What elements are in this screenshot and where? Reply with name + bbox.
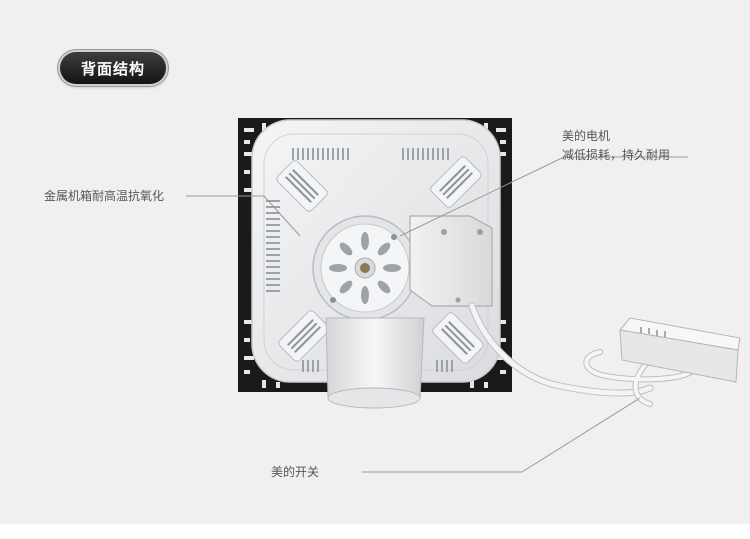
callout-motor-line2: 减低损耗，持久耐用	[562, 148, 671, 162]
callout-motor-line1: 美的电机	[562, 129, 611, 143]
callout-motor: 美的电机 减低损耗，持久耐用	[562, 127, 670, 165]
control-box	[409, 215, 493, 307]
callout-metal-housing: 金属机箱耐高温抗氧化	[44, 189, 165, 203]
callout-leader-lines	[186, 156, 688, 473]
exhaust-outlet-pipe	[325, 317, 425, 409]
callout-switch: 美的开关	[271, 465, 320, 479]
bottom-strip	[0, 524, 750, 539]
corner-vent-bosses	[276, 156, 484, 364]
wall-switch-module	[619, 317, 741, 383]
section-title-badge: 背面结构	[60, 52, 166, 84]
motor-hub	[312, 215, 418, 321]
vent-slots	[266, 148, 453, 372]
exhaust-fan-back-illustration	[186, 118, 741, 473]
